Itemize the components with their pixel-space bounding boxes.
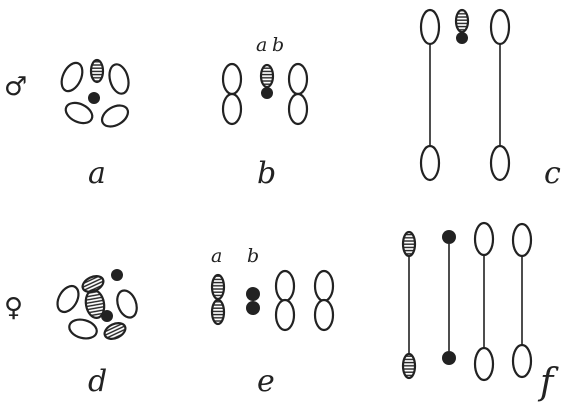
open-chromosome xyxy=(223,64,241,94)
open-chromosome xyxy=(475,348,493,380)
striped-chromosome xyxy=(212,275,224,299)
chrom-label-e-b: b xyxy=(247,245,259,267)
male-symbol-icon: ♂ xyxy=(4,72,27,102)
open-chromosome xyxy=(106,62,131,96)
female-symbol-icon: ♀ xyxy=(4,293,23,323)
striped-chromosome xyxy=(261,65,273,87)
striped-chromosome xyxy=(403,354,415,378)
chrom-label-e-a: a xyxy=(211,245,222,267)
open-chromosome xyxy=(276,300,294,330)
chrom-label-b-a: a xyxy=(256,34,267,56)
striped-chromosome xyxy=(403,232,415,256)
dark-chromosome xyxy=(88,92,100,104)
open-chromosome xyxy=(491,10,509,44)
striped-chromosome xyxy=(102,320,128,342)
striped-chromosome xyxy=(212,300,224,324)
dark-chromosome xyxy=(246,301,260,315)
dark-chromosome xyxy=(442,351,456,365)
open-chromosome xyxy=(513,224,531,256)
open-chromosome xyxy=(223,94,241,124)
open-chromosome xyxy=(289,64,307,94)
open-chromosome xyxy=(67,317,99,342)
open-chromosome xyxy=(491,146,509,180)
striped-chromosome xyxy=(456,10,468,32)
open-chromosome xyxy=(289,94,307,124)
panel-label-e: e xyxy=(257,364,275,399)
open-chromosome xyxy=(114,288,140,320)
striped-chromosome xyxy=(91,60,103,82)
open-chromosome xyxy=(421,10,439,44)
open-chromosome xyxy=(63,99,96,127)
dark-chromosome xyxy=(261,87,273,99)
dark-chromosome xyxy=(442,230,456,244)
panel-label-b: b xyxy=(257,156,276,191)
dark-chromosome xyxy=(101,310,113,322)
open-chromosome xyxy=(315,300,333,330)
open-chromosome xyxy=(53,282,83,315)
open-chromosome xyxy=(98,101,131,131)
panel-label-c: c xyxy=(544,156,561,191)
dark-chromosome xyxy=(456,32,468,44)
open-chromosome xyxy=(475,223,493,255)
panel-label-a: a xyxy=(88,156,106,191)
open-chromosome xyxy=(513,345,531,377)
open-chromosome xyxy=(276,271,294,301)
dark-chromosome xyxy=(246,287,260,301)
open-chromosome xyxy=(315,271,333,301)
panel-label-d: d xyxy=(88,364,107,399)
open-chromosome xyxy=(421,146,439,180)
chrom-label-b-b: b xyxy=(272,34,284,56)
dark-chromosome xyxy=(111,269,123,281)
panel-label-f: f xyxy=(540,362,553,403)
open-chromosome xyxy=(58,60,87,95)
